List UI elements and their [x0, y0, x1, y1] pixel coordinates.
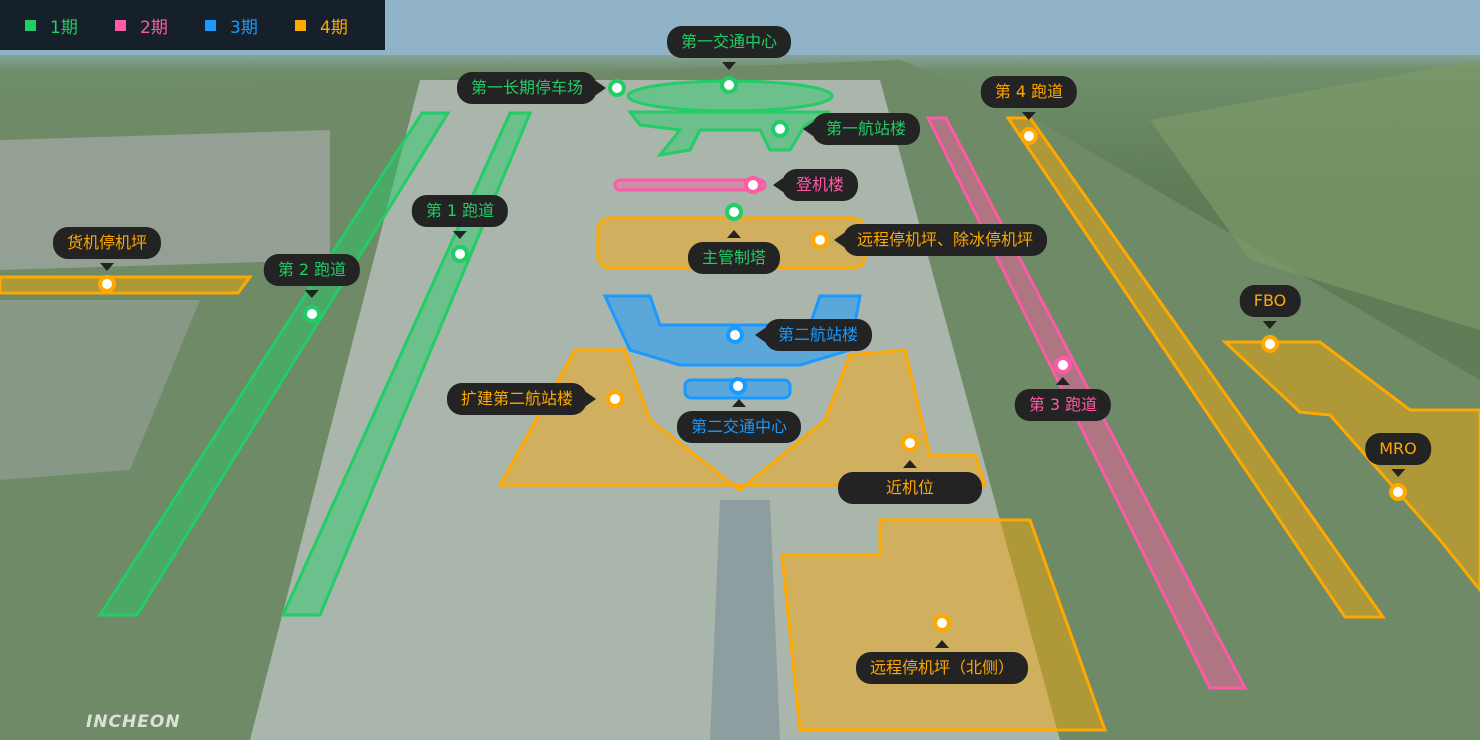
control-tower-marker-icon[interactable] [725, 203, 743, 221]
runway-3-marker-icon[interactable] [1054, 356, 1072, 374]
label-concourse[interactable]: 登机楼 [772, 169, 859, 201]
runway-1-marker-icon[interactable] [451, 245, 469, 263]
remote-deicing-apron-marker-icon[interactable] [811, 231, 829, 249]
fbo-marker-icon[interactable] [1261, 335, 1279, 353]
concourse-marker-icon[interactable] [744, 176, 762, 194]
label-runway-1[interactable]: 第 1 跑道 [411, 195, 509, 239]
label-control-tower[interactable]: 主管制塔 [687, 230, 781, 274]
label-runway-3[interactable]: 第 3 跑道 [1014, 377, 1112, 421]
legend-phase-2[interactable]: 2期 [115, 13, 205, 38]
terminal-1-marker-icon[interactable] [771, 120, 789, 138]
mro-marker-icon[interactable] [1389, 483, 1407, 501]
terminal-2-expansion-zone[interactable] [497, 348, 988, 492]
runway-2-marker-icon[interactable] [303, 305, 321, 323]
label-terminal-2[interactable]: 第二航站楼 [754, 319, 873, 351]
terminal-2-marker-icon[interactable] [726, 326, 744, 344]
label-fbo[interactable]: FBO [1239, 285, 1301, 329]
label-runway-4[interactable]: 第 4 跑道 [980, 76, 1078, 120]
label-terminal-1[interactable]: 第一航站楼 [802, 113, 921, 145]
label-runway-2[interactable]: 第 2 跑道 [263, 254, 361, 298]
label-traffic-center-2[interactable]: 第二交通中心 [676, 399, 802, 443]
runway-1-zone[interactable] [280, 111, 533, 617]
orange-square-icon [295, 19, 306, 31]
concourse-zone[interactable] [613, 178, 767, 192]
legend-phase-4[interactable]: 4期 [295, 13, 385, 38]
terminal-2-expansion-marker-icon[interactable] [606, 390, 624, 408]
traffic-center-2-marker-icon[interactable] [729, 377, 747, 395]
cargo-apron-marker-icon[interactable] [98, 275, 116, 293]
cargo-apron-zone[interactable] [0, 275, 253, 295]
label-remote-deicing-apron[interactable]: 远程停机坪、除冰停机坪 [833, 224, 1048, 256]
blue-square-icon [205, 19, 216, 31]
green-square-icon [25, 19, 36, 31]
label-traffic-center-1[interactable]: 第一交通中心 [666, 26, 792, 70]
label-remote-apron-north[interactable]: 远程停机坪（北侧） [855, 640, 1029, 684]
runway-4-marker-icon[interactable] [1020, 127, 1038, 145]
phase-legend: 1期 2期 3期 4期 [0, 0, 385, 50]
label-long-term-parking-1[interactable]: 第一长期停车场 [456, 72, 607, 104]
long-term-parking-1-marker-icon[interactable] [608, 79, 626, 97]
contact-stands-marker-icon[interactable] [901, 434, 919, 452]
traffic-center-1-marker-icon[interactable] [720, 76, 738, 94]
label-contact-stands[interactable]: 近机位 [838, 460, 982, 504]
phase-1-zones [97, 79, 834, 617]
legend-phase-3[interactable]: 3期 [205, 13, 295, 38]
label-cargo-apron[interactable]: 货机停机坪 [52, 227, 162, 271]
label-terminal-2-expansion[interactable]: 扩建第二航站楼 [446, 383, 597, 415]
legend-phase-1[interactable]: 1期 [25, 13, 115, 38]
label-mro[interactable]: MRO [1365, 433, 1431, 477]
pink-square-icon [115, 19, 126, 31]
incheon-watermark: INCHEON [86, 712, 181, 732]
remote-apron-north-marker-icon[interactable] [933, 614, 951, 632]
fbo-mro-zone[interactable] [1221, 340, 1480, 593]
